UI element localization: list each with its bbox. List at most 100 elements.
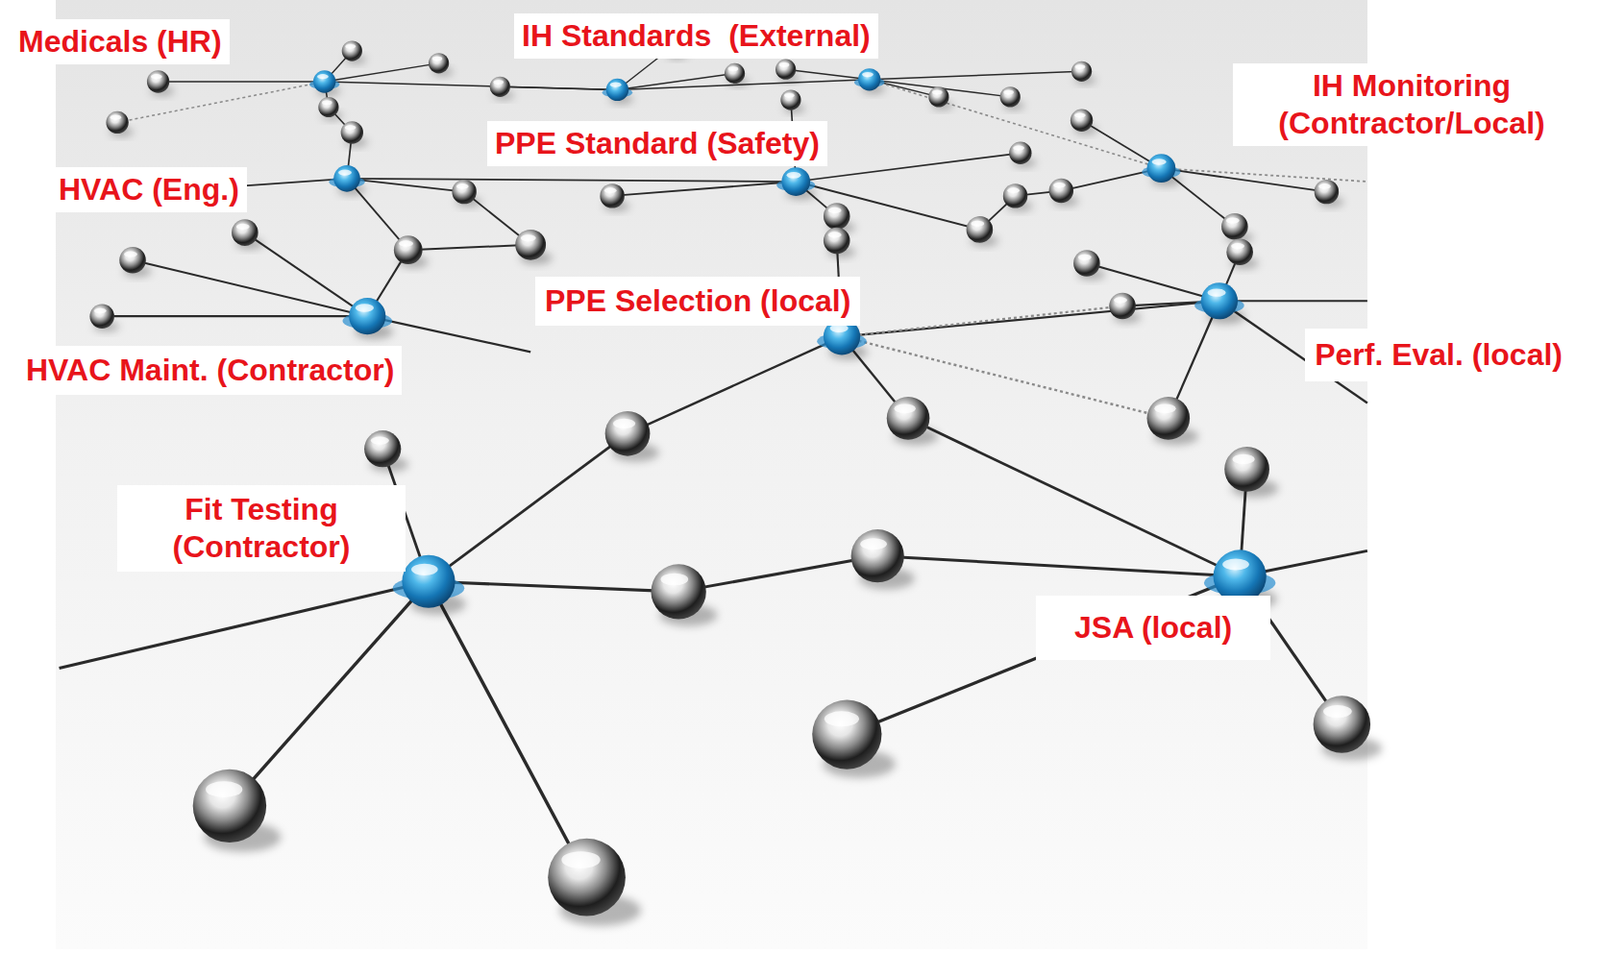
network-line bbox=[324, 63, 440, 82]
sphere-highlight bbox=[1323, 705, 1353, 718]
sphere-highlight bbox=[787, 172, 802, 179]
network-line bbox=[877, 556, 1240, 577]
sphere-body bbox=[1313, 695, 1371, 753]
silver-sphere bbox=[428, 52, 453, 76]
silver-sphere bbox=[599, 183, 630, 212]
sphere-highlight bbox=[1003, 90, 1014, 96]
label-box: HVAC Maint. (Contractor) bbox=[18, 345, 402, 395]
sphere-highlight bbox=[317, 73, 329, 79]
photo-ground bbox=[55, 0, 1368, 950]
silver-sphere bbox=[1049, 178, 1080, 207]
silver-sphere bbox=[119, 246, 151, 277]
label-box: PPE Selection (local) bbox=[535, 276, 861, 326]
sphere-highlight bbox=[344, 124, 357, 130]
sphere-body bbox=[1147, 153, 1177, 183]
network-line bbox=[101, 315, 368, 318]
sphere-body bbox=[393, 235, 423, 265]
network-line bbox=[1219, 299, 1368, 302]
sphere-highlight bbox=[1053, 182, 1066, 189]
silver-sphere bbox=[147, 70, 174, 96]
sphere-body bbox=[1224, 446, 1270, 493]
hub-sphere bbox=[1141, 153, 1182, 186]
label-box: JSA (local) bbox=[1035, 595, 1271, 661]
network-line bbox=[1160, 168, 1327, 192]
sphere-body bbox=[1009, 142, 1032, 165]
node-label: HVAC (Eng.) bbox=[58, 171, 240, 209]
sphere-highlight bbox=[123, 251, 138, 258]
sphere-highlight bbox=[970, 221, 985, 227]
node-label: PPE Selection (local) bbox=[544, 282, 851, 320]
sphere-highlight bbox=[932, 90, 943, 96]
sphere-highlight bbox=[828, 231, 842, 238]
label-box: IH Standards (External) bbox=[514, 13, 879, 59]
silver-sphere bbox=[1071, 61, 1096, 85]
silver-sphere bbox=[393, 235, 429, 268]
sphere-highlight bbox=[779, 62, 790, 68]
silver-sphere bbox=[490, 76, 515, 100]
network-line bbox=[869, 71, 1083, 79]
sphere-highlight bbox=[561, 851, 600, 869]
network-line bbox=[678, 556, 878, 592]
sphere-body bbox=[333, 165, 361, 193]
sphere-highlight bbox=[338, 170, 352, 176]
sphere-highlight bbox=[1207, 288, 1227, 296]
sphere-highlight bbox=[604, 187, 617, 194]
sphere-body bbox=[547, 838, 626, 917]
sphere-body bbox=[231, 219, 259, 247]
sphere-highlight bbox=[110, 115, 123, 121]
silver-sphere bbox=[1147, 396, 1200, 445]
silver-sphere bbox=[342, 40, 367, 64]
sphere-highlight bbox=[610, 82, 622, 88]
sphere-highlight bbox=[613, 418, 636, 429]
sphere-highlight bbox=[1007, 187, 1020, 194]
hub-sphere bbox=[328, 165, 366, 196]
silver-sphere bbox=[1314, 179, 1345, 208]
sphere-body bbox=[966, 216, 994, 244]
sphere-highlight bbox=[432, 56, 444, 62]
sphere-highlight bbox=[894, 403, 916, 414]
sphere-body bbox=[886, 396, 931, 441]
sphere-highlight bbox=[456, 183, 469, 190]
silver-sphere bbox=[341, 121, 369, 147]
silver-sphere bbox=[364, 430, 409, 472]
network-line bbox=[324, 81, 618, 90]
sphere-highlight bbox=[1078, 254, 1092, 261]
sphere-highlight bbox=[398, 240, 414, 247]
sphere-body bbox=[724, 63, 745, 84]
network-line bbox=[229, 581, 429, 807]
sphere-body bbox=[401, 555, 455, 609]
silver-sphere bbox=[650, 564, 717, 627]
sphere-highlight bbox=[150, 73, 163, 79]
sphere-body bbox=[780, 89, 801, 110]
sphere-body bbox=[428, 52, 449, 74]
sphere-body bbox=[348, 297, 386, 335]
node-label: PPE Standard (Safety) bbox=[494, 124, 820, 163]
node-label: Perf. Eval. (local) bbox=[1314, 336, 1563, 374]
network-line bbox=[795, 181, 980, 230]
node-label: Fit Testing (Contractor) bbox=[124, 491, 398, 567]
sphere-highlight bbox=[1230, 243, 1245, 249]
silver-sphere bbox=[1226, 238, 1258, 269]
silver-sphere bbox=[1073, 249, 1106, 280]
network-line bbox=[428, 581, 679, 592]
silver-sphere bbox=[886, 396, 939, 445]
sphere-highlight bbox=[520, 234, 537, 242]
sphere-body bbox=[781, 167, 811, 197]
sphere-body bbox=[823, 202, 851, 230]
silver-sphere bbox=[451, 179, 482, 208]
sphere-highlight bbox=[344, 44, 356, 50]
network-spheres bbox=[89, 35, 1382, 926]
sphere-body bbox=[1070, 109, 1093, 132]
silver-sphere bbox=[1108, 293, 1141, 323]
sphere-highlight bbox=[370, 436, 390, 444]
sphere-body bbox=[515, 229, 546, 261]
silver-sphere bbox=[966, 216, 999, 247]
label-box: Fit Testing (Contractor) bbox=[117, 485, 406, 572]
silver-sphere bbox=[193, 769, 282, 853]
sphere-highlight bbox=[321, 99, 333, 105]
sphere-body bbox=[1226, 238, 1254, 266]
sphere-highlight bbox=[1012, 145, 1025, 150]
sphere-body bbox=[606, 78, 629, 101]
sphere-highlight bbox=[94, 308, 107, 315]
